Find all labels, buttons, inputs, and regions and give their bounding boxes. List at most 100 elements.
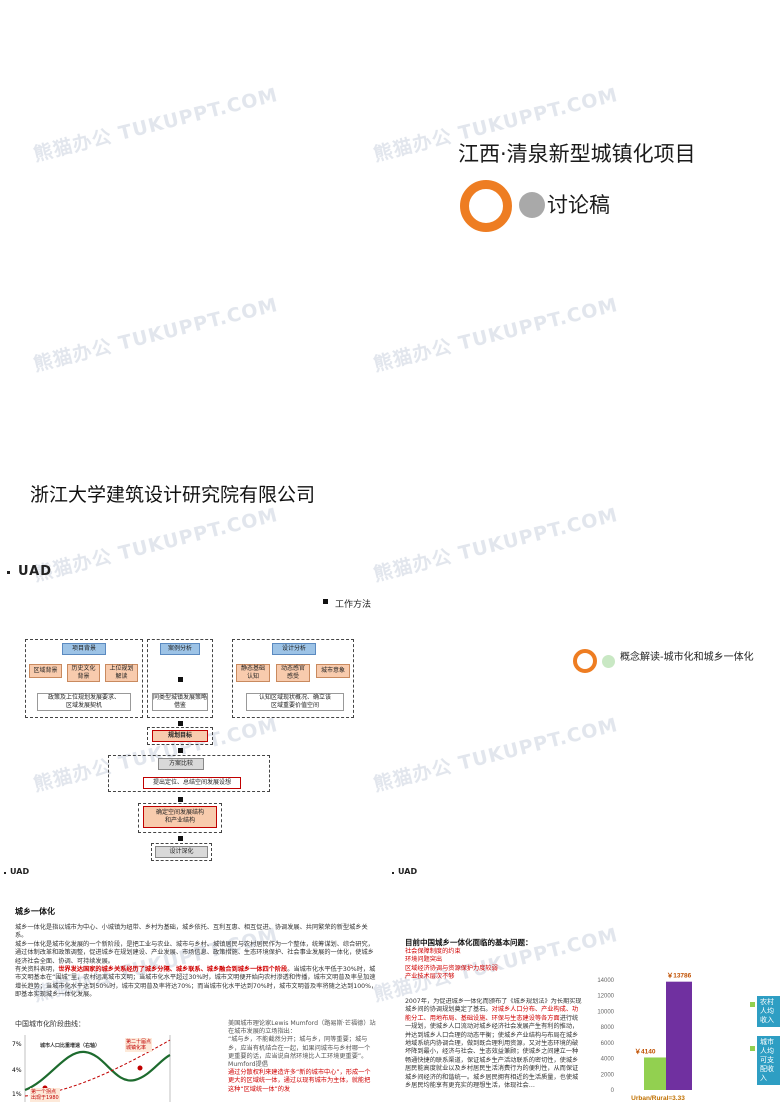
data-label: ￥4140 <box>635 1047 656 1055</box>
group-goal <box>147 727 213 745</box>
curve-annotation: 第一个拐点 出现于1980 <box>30 1088 60 1102</box>
y-tick-label: 6000 <box>601 1041 615 1047</box>
arrow-down-icon <box>178 836 183 841</box>
logo-dot-icon <box>392 872 394 874</box>
growth-curve <box>24 1050 171 1092</box>
arrow-down-icon <box>178 748 183 753</box>
flow-design-analysis: 设计分析 <box>272 643 316 655</box>
para-stages-detail: 。当城市化水平低于30%时，城市文明基本在“围城”里，农村远离城市文明；当城市化… <box>15 966 378 999</box>
flow-value-space: 认知区域现状概况、确立该 区域重要价值空间 <box>246 693 344 711</box>
flow-regional-background: 区域背景 <box>29 664 62 678</box>
problems-title: 目前中国城乡一体化面临的基本问题： <box>405 938 533 947</box>
bar-urban <box>666 981 692 1090</box>
group-background <box>25 639 143 718</box>
uad-logo: UAD <box>10 867 30 876</box>
arrow-down-icon <box>178 721 183 726</box>
legend-rural-marker <box>750 1002 755 1007</box>
watermark: 熊猫办公 TUKUPPT.COM <box>31 83 281 166</box>
y-tick-label: 14000 <box>597 978 614 984</box>
para-stages-highlight: 世界发达国家的城乡关系经历了城乡分隔、城乡联系、城乡融合到城乡一体四个阶段 <box>58 966 288 974</box>
para-stages-intro: 有关资料表明， <box>15 966 59 974</box>
arrow-down-icon <box>178 677 183 682</box>
flow-case-reference: 同类型城镇发展策略 借鉴 <box>152 693 208 711</box>
watermark: 熊猫办公 TUKUPPT.COM <box>371 293 621 376</box>
orange-ring-icon <box>460 180 512 232</box>
flow-city-image: 城市意象 <box>316 664 350 678</box>
y-tick-label: 2000 <box>601 1072 615 1078</box>
watermark: 熊猫办公 TUKUPPT.COM <box>371 713 621 796</box>
quote-highlight: 通过分散权利来建造许多“新的城市中心”，形成一个更大的区域统一体，通过以现有城市… <box>228 1069 371 1093</box>
problem-item: 产业技术层次不够 <box>405 973 455 981</box>
flow-case-analysis: 案例分析 <box>160 643 200 655</box>
curve-annotation: 第二十届点 城镇化率 <box>125 1038 153 1052</box>
logo-dot-icon <box>7 571 10 574</box>
flow-upper-planning: 上位规划 解读 <box>105 664 138 682</box>
income-bar-chart: 0 2000 4000 6000 8000 10000 12000 14000 ￥4140 ￥13… <box>597 972 692 1102</box>
para-definition: 城乡一体化是指以城市为中心、小城镇为纽带、乡村为基础，城乡依托、互利互惠、相互促… <box>15 924 368 940</box>
law-intro: 2007年，为促进城乡一体化而颁布了《城乡规划法》为长期实现城乡间的协调规划奠定… <box>405 998 582 1014</box>
group-case <box>147 639 213 718</box>
law-detail: 进行统一规划，使城乡人口流动对城乡经济社会发展产生有利的推动，并达到城乡人口合理… <box>405 1014 579 1090</box>
legend-urban-marker <box>750 1046 755 1051</box>
law-highlight: 对城乡人口分布、产业构成、功能分工、用地布局、基础设施、环保与生态建设等各方面 <box>405 1006 579 1022</box>
y-tick-label: 1% <box>12 1091 22 1098</box>
uad-logo: UAD <box>398 867 418 876</box>
problem-item: 社会保障制度的约束 <box>405 948 461 955</box>
definition-paragraph: 城乡一体化是指以城市为中心、小城镇为纽带、乡村为基础，城乡依托、互利互惠、相互促… <box>15 924 380 1000</box>
flow-structure: 确定空间发展结构 和产业结构 <box>143 806 217 828</box>
flow-scheme-compare: 方案比较 <box>158 758 204 770</box>
legend-urban: 城市人均可支配收入 <box>757 1036 780 1085</box>
flow-history-background: 历史文化 背景 <box>67 664 100 682</box>
flow-project-background: 项目背景 <box>62 643 106 655</box>
problem-item: 区域经济协调与资源保护力度较弱 <box>405 964 498 972</box>
flow-positioning: 提出定位、总结空间发展设想 <box>143 777 241 789</box>
logo-dot-icon <box>4 872 6 874</box>
flow-planning-goal: 规划目标 <box>152 730 208 742</box>
section-heading: 城乡一体化 <box>15 907 55 916</box>
watermark: 熊猫办公 TUKUPPT.COM <box>31 503 281 586</box>
data-label: ￥13786 <box>667 972 692 980</box>
para-integration: 城乡一体化是城市化发展的一个新阶段，是把工业与农业、城市与乡村、城镇居民与农村居… <box>15 940 374 965</box>
concept-title: 概念解读-城市化和城乡一体化 <box>620 652 754 663</box>
y-tick-label: 0 <box>611 1088 615 1094</box>
y-tick-label: 7% <box>12 1041 22 1048</box>
uad-logo: UAD <box>18 564 53 579</box>
problems-list: 社会保障制度的约束 环境问题突出 区域经济协调与资源保护力度较弱 产业技术层次不… <box>405 948 498 982</box>
green-dot-icon <box>602 655 615 668</box>
watermark: 熊猫办公 TUKUPPT.COM <box>371 503 621 586</box>
problem-item: 环境问题突出 <box>405 956 443 964</box>
bar-rural <box>644 1057 666 1090</box>
flow-dynamic-feeling: 动态感官 感受 <box>276 664 310 682</box>
watermark: 熊猫办公 TUKUPPT.COM <box>31 293 281 376</box>
draft-label: 讨论稿 <box>547 193 610 217</box>
arrow-down-icon <box>178 797 183 802</box>
quote-body: “城与乡，不能截然分开；城与乡，同等重要；城与乡，应当有机结合在一起，如果问城市… <box>228 1036 371 1069</box>
y-tick-label: 12000 <box>597 994 614 1000</box>
orange-ring-icon <box>573 649 597 673</box>
group-scheme <box>108 755 270 792</box>
project-title: 江西·清泉新型城镇化项目 <box>458 142 696 166</box>
law-paragraph: 2007年，为促进城乡一体化而颁布了《城乡规划法》为长期实现城乡间的协调规划奠定… <box>405 998 583 1102</box>
method-label: 工作方法 <box>335 600 372 610</box>
x-axis-label: Urban/Rural=3.33 <box>631 1095 685 1102</box>
turning-point-marker <box>137 1065 143 1071</box>
grey-dot-icon <box>519 192 545 218</box>
y-tick-label: 10000 <box>597 1009 614 1015</box>
group-deepen <box>151 843 212 861</box>
y-tick-label: 4000 <box>601 1057 615 1063</box>
flow-design-deepen: 设计深化 <box>155 846 208 858</box>
curve-annotation: 城市人口比重增速（右轴） <box>40 1043 101 1049</box>
curve-title: 中国城市化阶段曲线： <box>15 1020 85 1028</box>
mumford-quote: 美国城市理论家Lewis Mumford（路易斯·芒福德）站在城市发展的立场指出… <box>228 1020 376 1094</box>
quote-title: 美国城市理论家Lewis Mumford（路易斯·芒福德）站在城市发展的立场指出… <box>228 1020 376 1036</box>
y-tick-label: 4% <box>12 1067 22 1074</box>
legend-rural: 农村人均收入 <box>757 996 780 1027</box>
para-stages: 有关资料表明，世界发达国家的城乡关系经历了城乡分隔、城乡联系、城乡融合到城乡一体… <box>15 966 380 1000</box>
bullet-square-icon <box>323 599 328 604</box>
group-structure <box>138 803 222 833</box>
company-name: 浙江大学建筑设计研究院有限公司 <box>30 484 316 506</box>
group-design <box>232 639 354 718</box>
y-tick-label: 8000 <box>601 1025 615 1031</box>
flow-policy-requirements: 政策及上位规划发展要求、 区域发展契机 <box>37 693 131 711</box>
flow-static-cognition: 静态基础 认知 <box>236 664 270 682</box>
